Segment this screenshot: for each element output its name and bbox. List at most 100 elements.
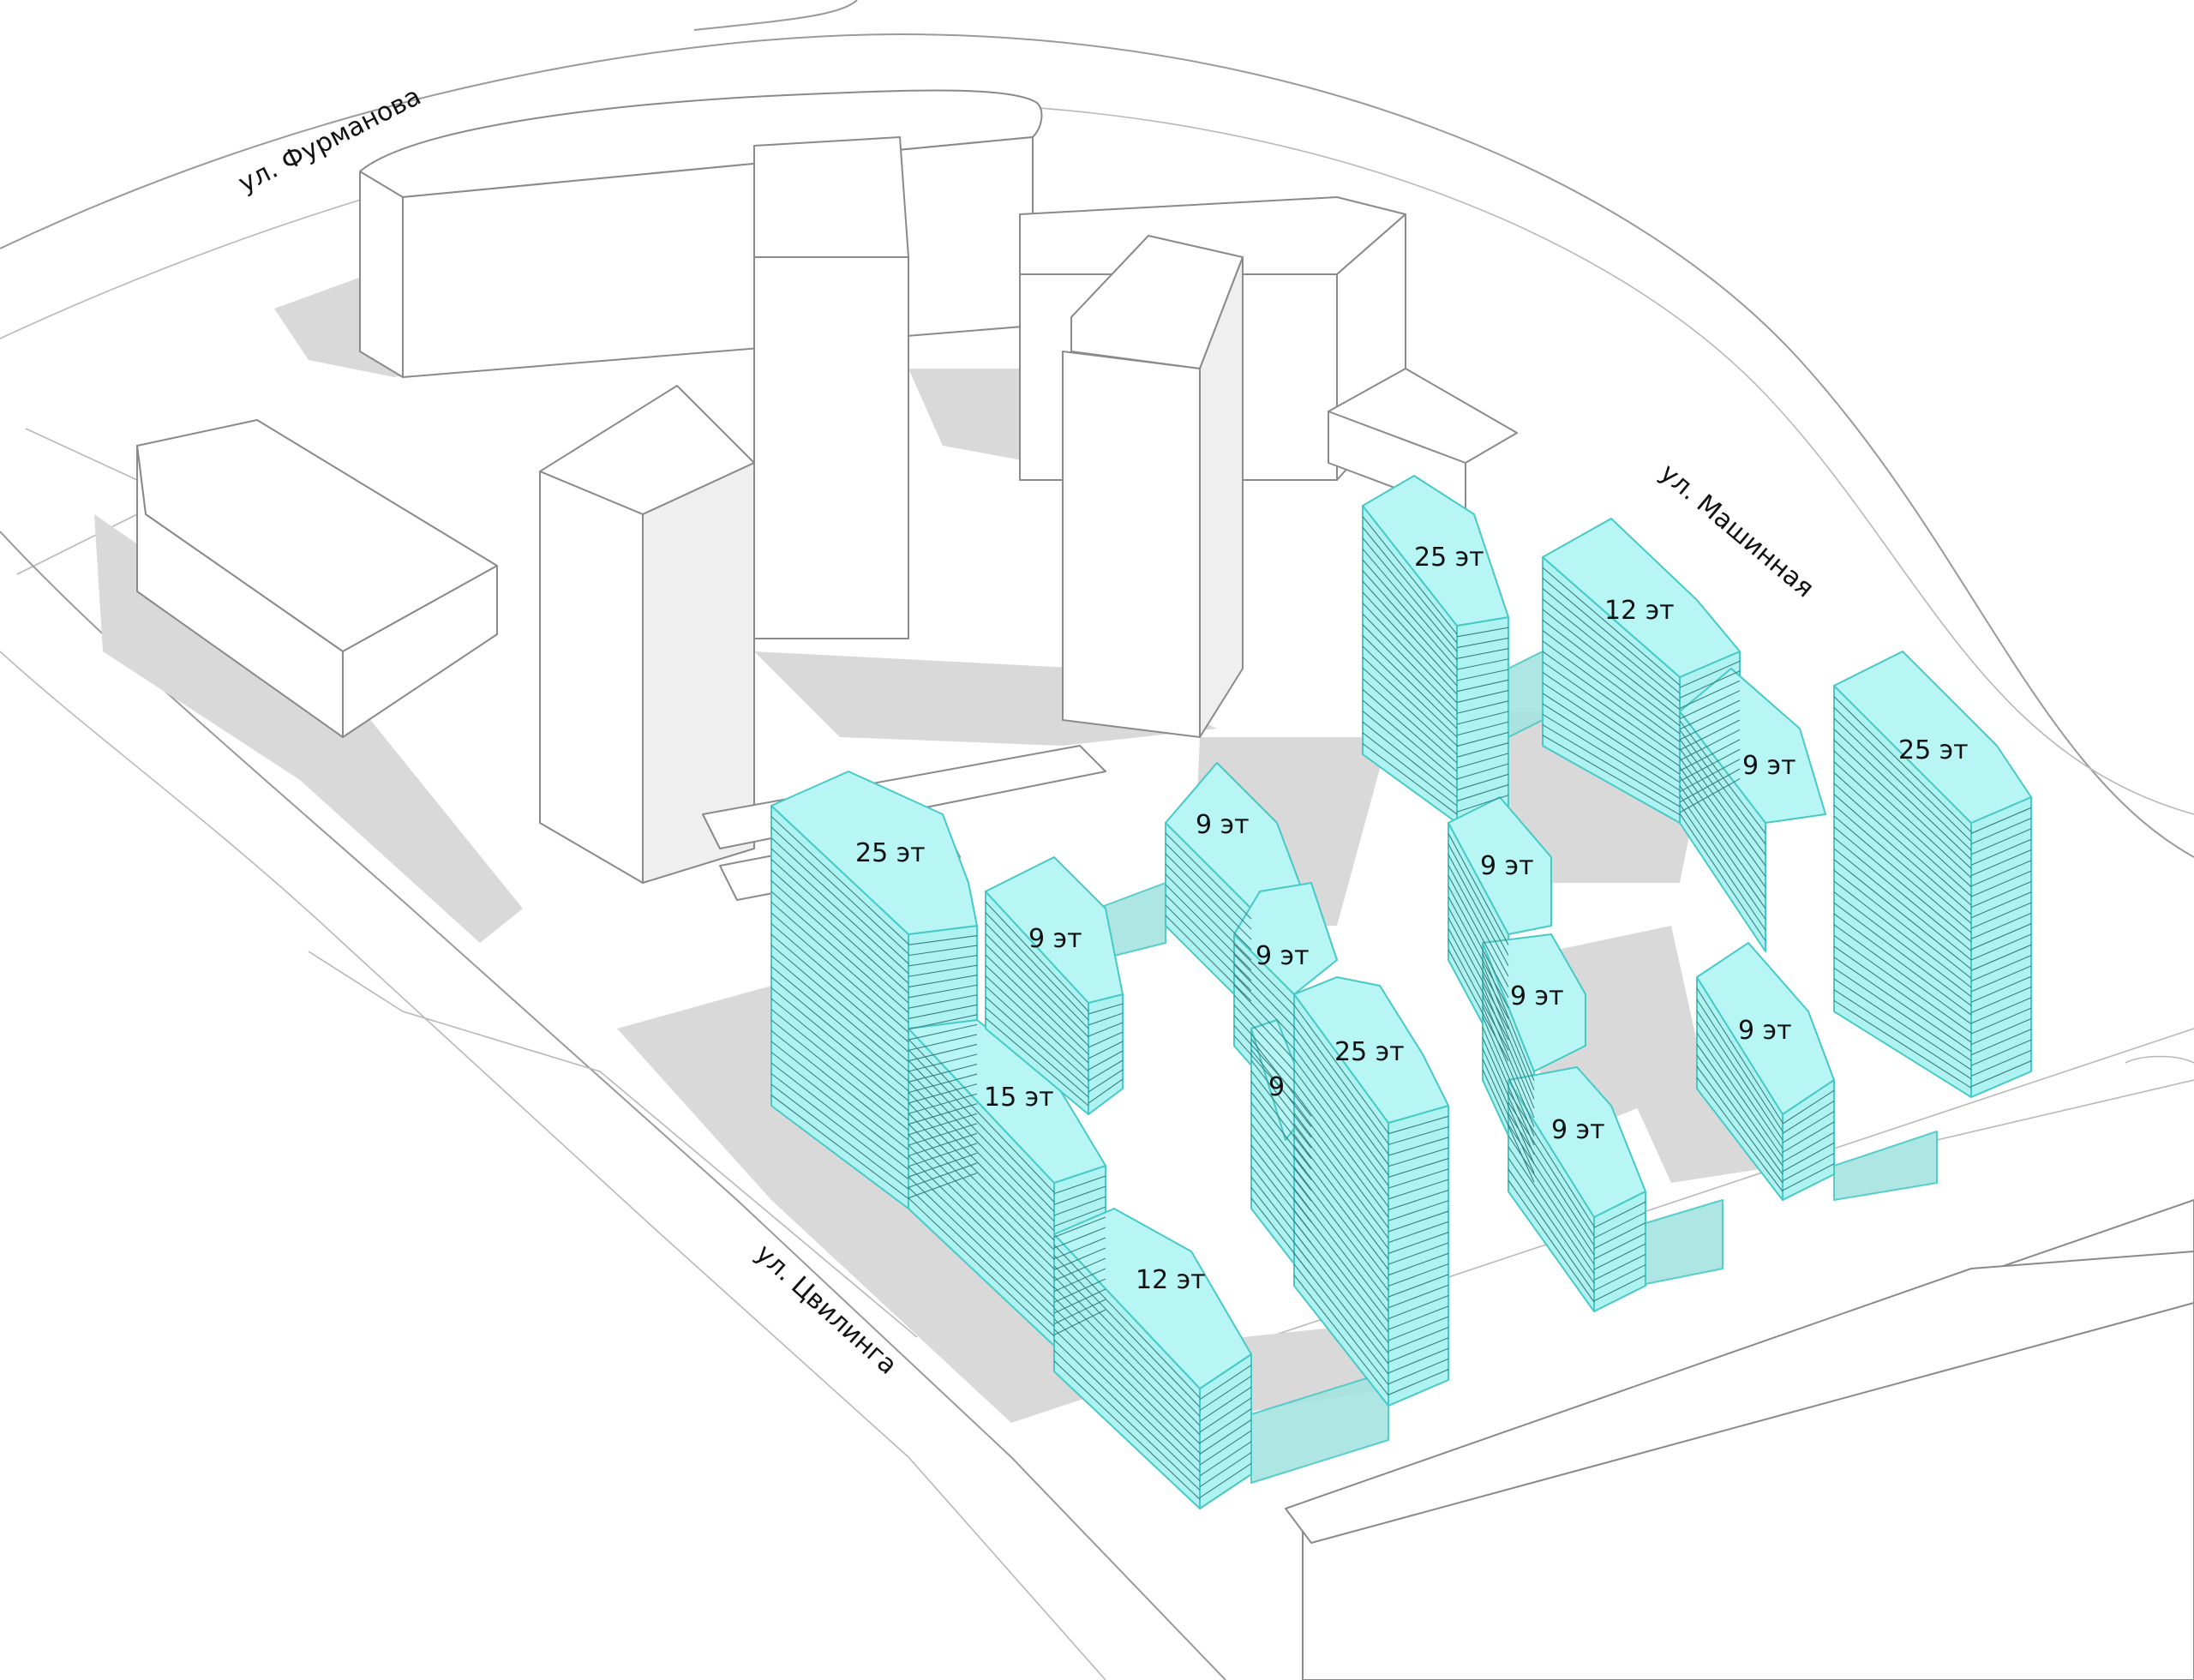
floor-line (908, 1132, 978, 1156)
floor-line (770, 816, 909, 945)
floor-line (908, 994, 978, 1009)
floor-line (1388, 1189, 1449, 1211)
floor-line (1679, 759, 1741, 793)
floor-line (1053, 1237, 1106, 1260)
floor-line (1833, 945, 1972, 1043)
floor-line (1508, 1124, 1595, 1256)
floor-line (770, 1052, 909, 1161)
floor-line (908, 1083, 978, 1104)
floor-line (1088, 1050, 1124, 1071)
floor-line (1833, 783, 1972, 906)
floor-line (1679, 729, 1741, 761)
floor-line (1250, 1071, 1312, 1149)
floor-line (1542, 703, 1681, 791)
floor-line (908, 1081, 1055, 1232)
floor-line (1233, 994, 1295, 1060)
floor-line (1362, 678, 1458, 764)
floor-line (1679, 785, 1766, 909)
floor-line (1233, 944, 1295, 1006)
floor-line (1456, 795, 1509, 813)
floor-line (1970, 849, 2032, 877)
floor-line (1362, 624, 1458, 721)
floor-line (908, 1093, 978, 1114)
floor-line (1388, 1358, 1449, 1385)
floor-line (1293, 1242, 1389, 1365)
floor-line (1362, 645, 1458, 738)
floor-line (985, 986, 1089, 1081)
floor-line (908, 1172, 978, 1199)
floor-line (1053, 1309, 1106, 1335)
floor-line (908, 1091, 1055, 1241)
floor-line (1250, 1102, 1312, 1180)
floor-line (1593, 1275, 1646, 1302)
floor-line (1542, 578, 1681, 694)
floor-line (1293, 1015, 1389, 1144)
floor-line (1293, 1198, 1389, 1323)
floor-line (1053, 1349, 1201, 1491)
floor-line (1970, 1017, 2032, 1045)
floor-line (1388, 1316, 1449, 1341)
floor-line (1199, 1419, 1252, 1455)
floor-line (1679, 699, 1741, 730)
floor-line (1833, 848, 1972, 961)
floor-line (1053, 1287, 1201, 1436)
floor-line (1250, 1134, 1312, 1212)
floor-line (770, 1095, 909, 1200)
floor-line (1696, 999, 1783, 1132)
floor-line (1833, 794, 1972, 915)
floor-line (1293, 1177, 1389, 1302)
floor-line (908, 1152, 978, 1178)
floor-line (1362, 667, 1458, 755)
floor-line (1293, 1080, 1389, 1208)
floor-line (1293, 1252, 1389, 1375)
floor-line (1053, 1227, 1106, 1249)
floor-line (1593, 1222, 1646, 1250)
floor-line (1456, 784, 1509, 801)
floor-line (1970, 828, 2032, 855)
floor-line (1542, 619, 1681, 727)
floor-line (1448, 896, 1509, 1009)
floor-line (1088, 1069, 1124, 1093)
floor-line (1542, 724, 1681, 807)
floor-line (1388, 1115, 1449, 1135)
floor-line (770, 923, 909, 1043)
floor-line (1542, 735, 1681, 816)
floor-line (770, 859, 909, 984)
floor-line (1782, 1100, 1835, 1134)
floor-line (1233, 954, 1295, 1017)
floor-line (1293, 1101, 1389, 1228)
floor-line (908, 1123, 978, 1146)
floor-line (1679, 813, 1766, 941)
floor-line (770, 912, 909, 1033)
floor-line (1696, 1043, 1783, 1167)
floor-line (1970, 838, 2032, 866)
floor-line (770, 1019, 909, 1131)
floor-line (1482, 1016, 1535, 1137)
floor-line (1782, 1089, 1835, 1125)
floor-line (1542, 598, 1681, 711)
floor-line (908, 955, 978, 967)
floor-line (770, 976, 909, 1092)
floor-line (1782, 1163, 1835, 1191)
floor-line (1970, 944, 2032, 971)
floor-line (770, 987, 909, 1101)
floor-label-west-tower: 25 эт (855, 838, 926, 868)
floor-line (770, 902, 909, 1023)
floor-line (1679, 660, 1741, 688)
floor-label-east-chain-2: 9 эт (1510, 981, 1564, 1011)
floor-line (1970, 987, 2032, 1014)
floor-line (1293, 1059, 1389, 1186)
floor-line (1679, 729, 1766, 845)
floor-line (1199, 1375, 1252, 1411)
floor-line (985, 901, 1089, 1012)
floor-line (1833, 924, 1972, 1025)
floor-line (1199, 1408, 1252, 1444)
floor-line (1456, 721, 1509, 736)
floor-line (1679, 776, 1766, 898)
floor-label-center-cut: 9 (1268, 1072, 1285, 1102)
floor-label-center-top: 9 эт (1196, 810, 1250, 840)
floor-line (1833, 837, 1972, 951)
floor-line (1293, 1113, 1389, 1239)
floor-line (1970, 975, 2032, 1003)
floor-line (770, 848, 909, 975)
